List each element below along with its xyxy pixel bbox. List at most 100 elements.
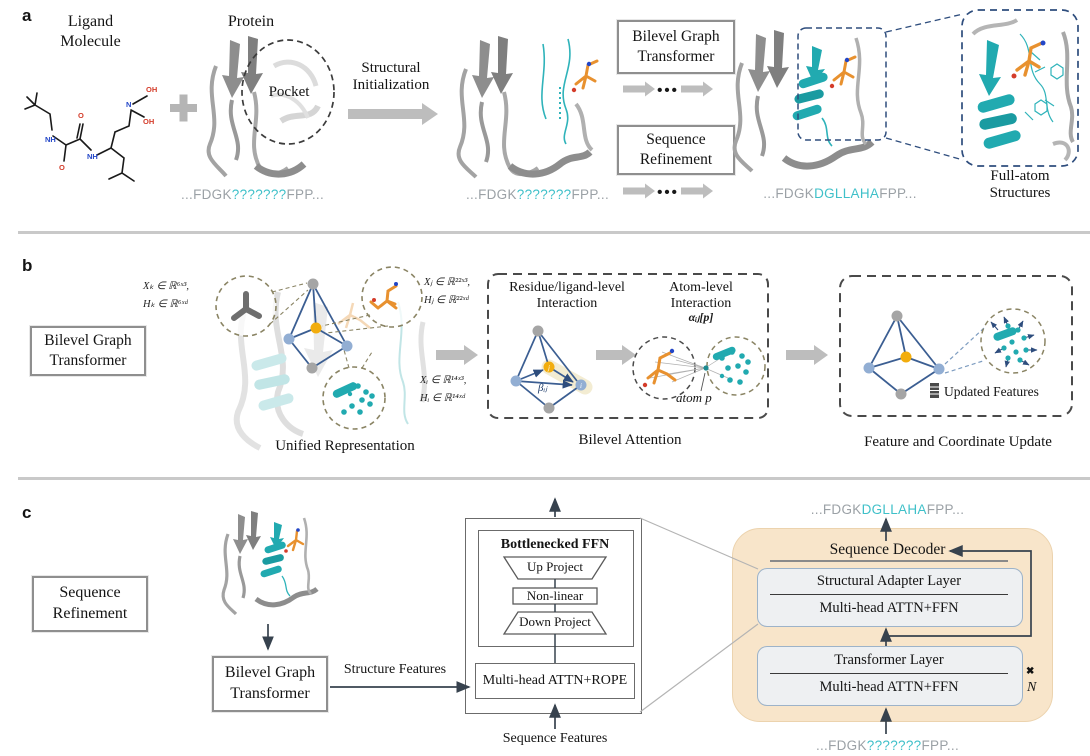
sequence-decoder-label: Sequence Decoder bbox=[829, 541, 946, 558]
iteration-dots-bottom: ••• bbox=[657, 184, 679, 201]
adapter-zoom-line-bottom bbox=[639, 623, 759, 713]
sequence-protein-input: ...FDGK???????FPP... bbox=[170, 187, 335, 202]
adapter-zoom-line-top bbox=[639, 517, 759, 570]
down-project-shape bbox=[502, 611, 608, 635]
ligand-molecule-title: Ligand Molecule bbox=[60, 13, 121, 50]
unified-graph bbox=[283, 278, 353, 374]
atoms-detail-circle bbox=[322, 349, 386, 430]
pocket-label: Pocket bbox=[268, 84, 310, 100]
panel-a-label: a bbox=[22, 6, 32, 25]
flow-arrow bbox=[436, 345, 478, 365]
structural-adapter-layer-label: Structural Adapter Layer bbox=[816, 573, 962, 589]
unified-representation-caption: Unified Representation bbox=[275, 438, 415, 454]
ligand-feature-math: Xⱼ ∈ ℝ²²ˣ³, Hⱼ ∈ ℝ²²ˣᵈ bbox=[424, 277, 470, 306]
bilevel-graph-transformer-box-b: Bilevel Graph Transformer bbox=[30, 326, 146, 376]
seq-designed-region: DGLLAHA bbox=[861, 502, 927, 517]
feature-update-box bbox=[839, 275, 1073, 417]
atom-label: NH bbox=[87, 152, 98, 161]
graph-node-gray bbox=[543, 402, 555, 414]
graph-node-blue bbox=[863, 362, 875, 374]
full-atom-structures-label: Full-atom Structures bbox=[989, 168, 1051, 201]
seq-designed-region: DGLLAHA bbox=[814, 186, 880, 201]
full-atom-structure-drawing bbox=[971, 18, 1075, 162]
plus-icon bbox=[170, 94, 197, 122]
alpha-attention-label: αᵢⱼ[p] bbox=[688, 310, 714, 324]
graph-node-blue bbox=[341, 340, 353, 352]
transformer-layer-box bbox=[757, 646, 1023, 706]
multihead-attn-rope-box: Multi-head ATTN+ROPE bbox=[475, 663, 635, 699]
zoom-connector-top bbox=[885, 13, 964, 33]
graph-node-gray bbox=[306, 362, 318, 374]
features-icon bbox=[930, 383, 939, 398]
repeat-times-icon: ✖ bbox=[1026, 666, 1035, 677]
protein-complex-cartoon-c bbox=[221, 511, 319, 616]
progress-arrows-row2 bbox=[623, 183, 713, 199]
update-callout-line bbox=[944, 327, 985, 365]
unified-representation-backdrop bbox=[233, 291, 428, 451]
updated-graph bbox=[863, 310, 945, 400]
updated-atoms-circle bbox=[980, 308, 1046, 374]
node-label-j: j bbox=[547, 364, 550, 372]
protein-initialized-cartoon bbox=[456, 36, 599, 179]
non-linear-label: Non-linear bbox=[526, 588, 584, 603]
sequence-decoder-input: ...FDGK???????FPP... bbox=[795, 738, 980, 753]
skip-to-decoder-arrow bbox=[886, 545, 1032, 637]
seq-post: FPP... bbox=[286, 187, 325, 202]
graph-node-blue bbox=[283, 333, 295, 345]
update-callout-line bbox=[944, 360, 984, 374]
bilevel-attention-box bbox=[487, 273, 769, 419]
ligand-sticks bbox=[574, 59, 599, 90]
atom-label: O bbox=[78, 111, 84, 120]
ffn-internals bbox=[502, 556, 608, 635]
zoom-connector-bottom bbox=[885, 137, 964, 161]
ligand-sticks-zoom bbox=[1015, 41, 1044, 77]
sequence-initialized: ...FDGK???????FPP... bbox=[455, 187, 620, 202]
panel-b-label: b bbox=[22, 256, 33, 275]
beta-attention-label: βᵢⱼ bbox=[538, 382, 548, 394]
seq-pre: ...FDGK bbox=[815, 738, 867, 753]
graph-node-gray bbox=[895, 388, 907, 400]
seq-pre: ...FDGK bbox=[180, 187, 232, 202]
graph-node-blue bbox=[575, 379, 587, 391]
atom-level-interaction bbox=[632, 336, 766, 400]
sequence-decoder-output: ...FDGKDGLLAHAFPP... bbox=[795, 502, 980, 517]
graph-node-gray bbox=[307, 278, 319, 290]
bilevel-graph-transformer-box-c: Bilevel Graph Transformer bbox=[212, 656, 328, 712]
seq-pre: ...FDGK bbox=[465, 187, 517, 202]
transformer-box-divider bbox=[770, 673, 1008, 675]
atom-p-label: atom p bbox=[676, 390, 712, 405]
residue-interaction-label: Residue/ligand-level Interaction bbox=[509, 280, 625, 312]
residue-feature-math: Xₖ ∈ ℝ⁶ˣ³, Hₖ ∈ ℝ⁶ˣᵈ bbox=[143, 281, 189, 310]
seq-post: FPP... bbox=[926, 502, 965, 517]
seq-pre: ...FDGK bbox=[810, 502, 862, 517]
decoder-underline bbox=[770, 560, 1008, 562]
seq-pre: ...FDGK bbox=[763, 186, 815, 201]
ligand-sticks bbox=[832, 55, 857, 86]
updated-features-label: Updated Features bbox=[944, 384, 1039, 399]
structure-features-label: Structure Features bbox=[343, 662, 447, 677]
sequence-features-label: Sequence Features bbox=[502, 731, 608, 746]
down-project-label: Down Project bbox=[519, 614, 591, 629]
graph-node-blue bbox=[510, 375, 522, 387]
up-project-shape bbox=[502, 556, 608, 580]
transformer-attn-ffn-label: Multi-head ATTN+FFN bbox=[819, 679, 959, 695]
flow-arrow bbox=[786, 345, 828, 365]
seq-post: FPP... bbox=[879, 186, 917, 201]
block-feature-math: Xᵢ ∈ ℝ¹⁴ˣ³, Hᵢ ∈ ℝ¹⁴ˣᵈ bbox=[420, 375, 467, 404]
divider-b-c bbox=[18, 477, 1090, 480]
seq-post: FPP... bbox=[571, 187, 610, 202]
graph-node-yellow bbox=[900, 351, 912, 363]
full-atom-zoom-box bbox=[961, 9, 1079, 167]
seq-masked: ??????? bbox=[231, 187, 287, 202]
atom-label: OH bbox=[146, 85, 157, 94]
up-project-label: Up Project bbox=[527, 559, 583, 574]
divider-a-b bbox=[18, 231, 1090, 234]
transformer-layer-label: Transformer Layer bbox=[834, 652, 944, 668]
graph-node-yellow bbox=[310, 322, 322, 334]
node-label-i: i bbox=[580, 382, 582, 390]
repeat-n-label: N bbox=[1027, 680, 1037, 695]
sequence-designed: ...FDGKDGLLAHAFPP... bbox=[745, 186, 935, 201]
structural-init-arrow bbox=[348, 103, 438, 125]
adapter-attn-ffn-label: Multi-head ATTN+FFN bbox=[819, 600, 959, 616]
